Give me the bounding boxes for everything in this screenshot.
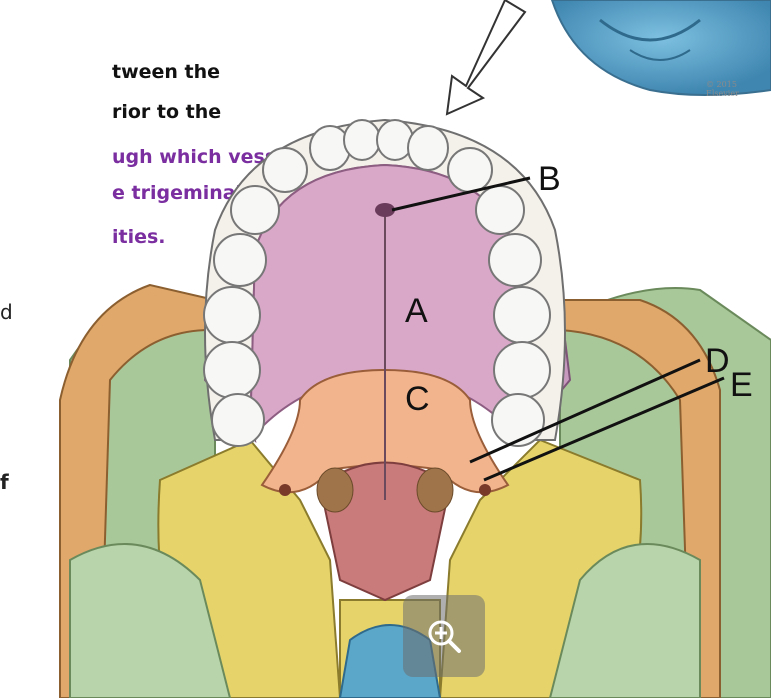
label-c: C — [405, 380, 430, 418]
zoom-in-icon — [424, 616, 464, 656]
label-e: E — [730, 366, 753, 404]
label-b: B — [538, 160, 561, 198]
label-a: A — [405, 292, 428, 330]
zoom-button[interactable] — [403, 595, 485, 677]
label-d: D — [705, 342, 730, 380]
